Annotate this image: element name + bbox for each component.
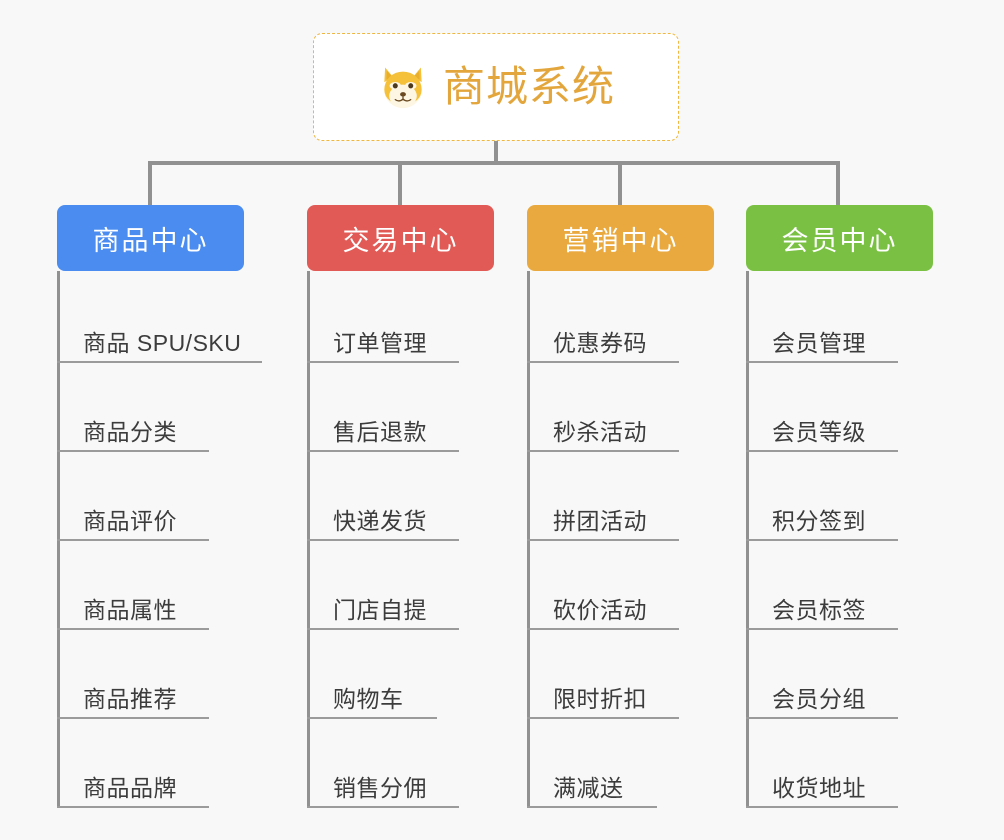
leaf-item[interactable]: 收货地址 (746, 719, 933, 808)
leaf-list-2: 订单管理 售后退款 快递发货 门店自提 购物车 销售分佣 (307, 271, 494, 808)
leaf-underline (527, 806, 657, 808)
shiba-dog-face-icon (384, 67, 422, 109)
leaf-item[interactable]: 售后退款 (307, 363, 494, 452)
leaf-item[interactable]: 优惠券码 (527, 274, 714, 363)
root-title: 商城系统 (442, 63, 615, 110)
connector-root-stem (494, 141, 498, 165)
leaf-item[interactable]: 限时折扣 (527, 630, 714, 719)
leaf-underline (57, 539, 209, 541)
leaf-item[interactable]: 商品品牌 (57, 719, 244, 808)
leaf-label: 售后退款 (333, 418, 427, 445)
leaf-label: 商品品牌 (83, 774, 177, 801)
leaf-label: 会员分组 (772, 685, 866, 712)
branch-column-2: 交易中心 订单管理 售后退款 快递发货 门店自提 购物车 (307, 205, 494, 808)
connector-drop-1 (148, 161, 152, 205)
category-header-4-label: 会员中心 (781, 225, 898, 256)
leaf-label: 会员管理 (772, 329, 866, 356)
leaf-item[interactable]: 会员等级 (746, 363, 933, 452)
leaf-underline (527, 539, 679, 541)
leaf-item[interactable]: 快递发货 (307, 452, 494, 541)
connector-horizontal-bus (148, 161, 840, 165)
leaf-underline (746, 717, 898, 719)
leaf-item[interactable]: 秒杀活动 (527, 363, 714, 452)
leaf-item[interactable]: 销售分佣 (307, 719, 494, 808)
leaf-underline (307, 539, 459, 541)
root-node[interactable]: 商城系统 (313, 33, 679, 141)
category-header-2[interactable]: 交易中心 (307, 205, 494, 271)
leaf-label: 商品评价 (83, 507, 177, 534)
leaf-label: 拼团活动 (553, 507, 647, 534)
leaf-underline (57, 361, 262, 363)
leaf-underline (57, 717, 209, 719)
leaf-item[interactable]: 砍价活动 (527, 541, 714, 630)
leaf-underline (527, 628, 679, 630)
leaf-underline (746, 450, 898, 452)
leaf-underline (746, 628, 898, 630)
leaf-item[interactable]: 门店自提 (307, 541, 494, 630)
leaf-item[interactable]: 订单管理 (307, 274, 494, 363)
leaf-label: 商品分类 (83, 418, 177, 445)
connector-drop-2 (398, 161, 402, 205)
leaf-underline (307, 717, 437, 719)
leaf-label: 满减送 (553, 774, 624, 801)
leaf-underline (746, 361, 898, 363)
leaf-item[interactable]: 满减送 (527, 719, 714, 808)
leaf-item[interactable]: 商品 SPU/SKU (57, 274, 262, 363)
leaf-underline (746, 539, 898, 541)
leaf-label: 购物车 (333, 685, 404, 712)
leaf-label: 收货地址 (772, 774, 866, 801)
category-header-3[interactable]: 营销中心 (527, 205, 714, 271)
leaf-underline (57, 450, 209, 452)
category-header-4[interactable]: 会员中心 (746, 205, 933, 271)
leaf-label: 商品推荐 (83, 685, 177, 712)
category-header-2-label: 交易中心 (342, 225, 459, 256)
leaf-label: 门店自提 (333, 596, 427, 623)
leaf-label: 优惠券码 (553, 329, 647, 356)
leaf-list-4: 会员管理 会员等级 积分签到 会员标签 会员分组 收货地址 (746, 271, 933, 808)
leaf-label: 销售分佣 (333, 774, 427, 801)
leaf-item[interactable]: 商品分类 (57, 363, 244, 452)
connector-drop-4 (836, 161, 840, 205)
branch-column-1: 商品中心 商品 SPU/SKU 商品分类 商品评价 商品属性 商品推荐 (57, 205, 262, 808)
leaf-label: 快递发货 (333, 507, 427, 534)
category-header-1-label: 商品中心 (92, 225, 209, 256)
leaf-underline (527, 450, 679, 452)
leaf-item[interactable]: 拼团活动 (527, 452, 714, 541)
leaf-underline (307, 361, 459, 363)
leaf-underline (527, 361, 679, 363)
category-header-3-label: 营销中心 (562, 225, 679, 256)
leaf-label: 砍价活动 (553, 596, 647, 623)
branch-column-3: 营销中心 优惠券码 秒杀活动 拼团活动 砍价活动 限时折扣 (527, 205, 714, 808)
leaf-label: 积分签到 (772, 507, 866, 534)
leaf-item[interactable]: 商品属性 (57, 541, 244, 630)
leaf-label: 会员等级 (772, 418, 866, 445)
leaf-item[interactable]: 会员管理 (746, 274, 933, 363)
leaf-label: 商品 SPU/SKU (83, 329, 242, 356)
leaf-item[interactable]: 积分签到 (746, 452, 933, 541)
leaf-underline (57, 806, 209, 808)
leaf-underline (527, 717, 679, 719)
leaf-label: 会员标签 (772, 596, 866, 623)
leaf-item[interactable]: 商品评价 (57, 452, 244, 541)
leaf-label: 限时折扣 (553, 685, 647, 712)
connector-drop-3 (618, 161, 622, 205)
leaf-item[interactable]: 会员标签 (746, 541, 933, 630)
leaf-underline (307, 628, 459, 630)
leaf-label: 商品属性 (83, 596, 177, 623)
leaf-list-1: 商品 SPU/SKU 商品分类 商品评价 商品属性 商品推荐 商品品牌 (57, 271, 262, 808)
category-header-1[interactable]: 商品中心 (57, 205, 244, 271)
leaf-underline (57, 628, 209, 630)
leaf-list-3: 优惠券码 秒杀活动 拼团活动 砍价活动 限时折扣 满减送 (527, 271, 714, 808)
leaf-item[interactable]: 会员分组 (746, 630, 933, 719)
leaf-label: 订单管理 (333, 329, 427, 356)
leaf-underline (307, 806, 459, 808)
leaf-label: 秒杀活动 (553, 418, 647, 445)
branch-column-4: 会员中心 会员管理 会员等级 积分签到 会员标签 会员分组 (746, 205, 933, 808)
leaf-item[interactable]: 商品推荐 (57, 630, 244, 719)
leaf-underline (746, 806, 898, 808)
leaf-item[interactable]: 购物车 (307, 630, 494, 719)
leaf-underline (307, 450, 459, 452)
